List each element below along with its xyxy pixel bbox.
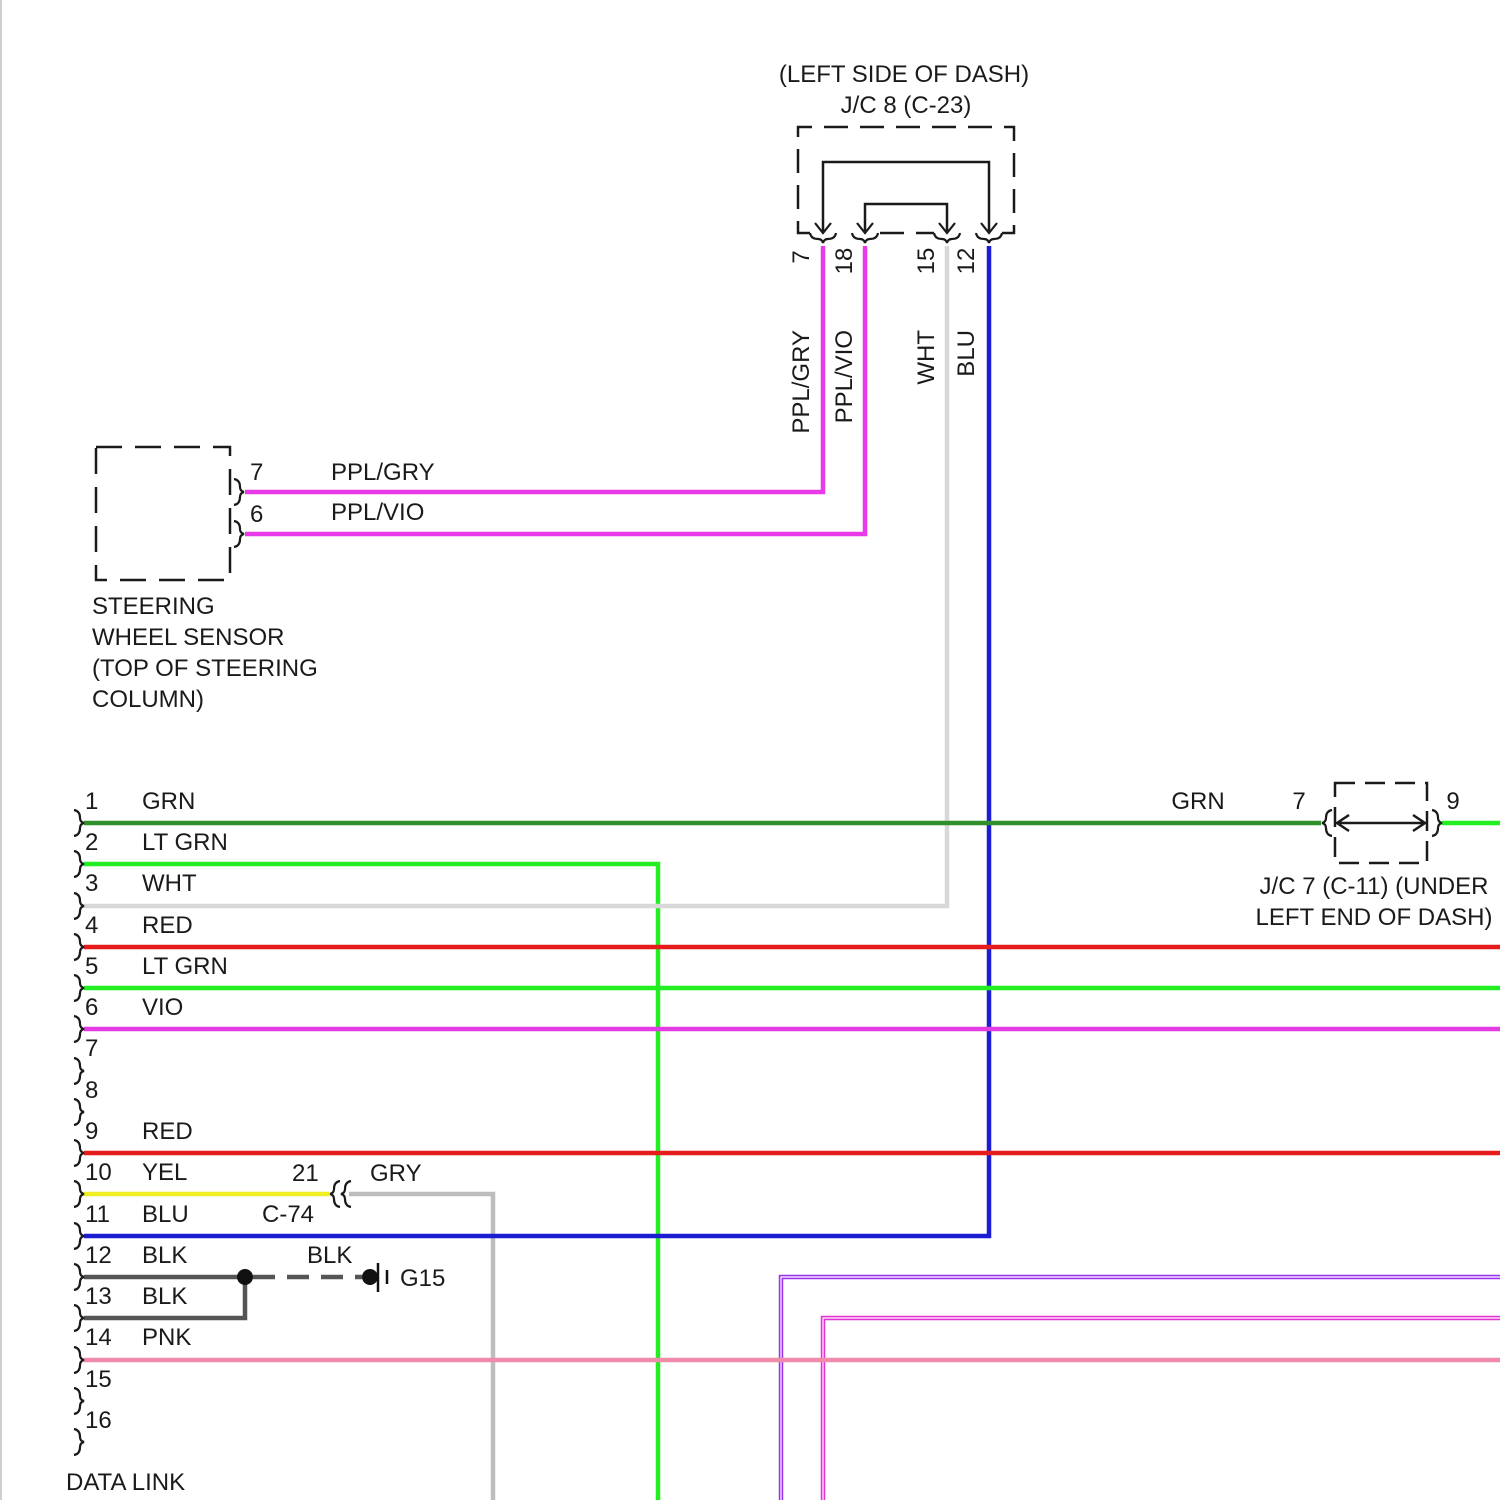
data-link-terminal — [74, 1016, 84, 1042]
data-link-pin-number: 8 — [85, 1077, 98, 1104]
jc8-location-label: (LEFT SIDE OF DASH) — [779, 61, 1029, 88]
jc8-pin-number: 12 — [953, 248, 980, 275]
jc7-caption: J/C 7 (C-11) (UNDER — [1260, 873, 1489, 900]
data-link-terminal — [74, 1264, 84, 1290]
data-link-pin-number: 4 — [85, 912, 98, 939]
data-link-terminal — [74, 1305, 84, 1331]
wire-ppl-gry — [245, 246, 823, 492]
data-link-caption: DATA LINK — [66, 1469, 185, 1496]
sensor-caption: WHEEL SENSOR — [92, 624, 284, 651]
sensor-wire-label: PPL/GRY — [331, 459, 435, 486]
sensor-pin-number: 6 — [250, 501, 263, 528]
data-link-terminal — [74, 851, 84, 877]
data-link-pin-number: 6 — [85, 994, 98, 1021]
data-link-pin-number: 11 — [85, 1201, 110, 1228]
data-link-terminal — [74, 1099, 84, 1125]
data-link-terminal — [74, 810, 84, 836]
data-link-terminal — [74, 1181, 84, 1207]
sensor-terminal — [234, 521, 244, 547]
data-link-pin-number: 15 — [85, 1366, 112, 1393]
g15-wire-label: BLK — [307, 1242, 352, 1269]
data-link-wire-label: YEL — [142, 1159, 187, 1186]
wire-purple-lower — [781, 1277, 1500, 1500]
data-link-pin-number: 9 — [85, 1118, 98, 1145]
data-link-wire-label: BLK — [142, 1283, 187, 1310]
data-link-wire-label: PNK — [142, 1324, 191, 1351]
sensor-caption: COLUMN) — [92, 686, 204, 713]
g15-ground: BLK G15 — [237, 1242, 445, 1292]
c74-name-label: C-74 — [262, 1201, 314, 1228]
data-link-terminal — [74, 1388, 84, 1414]
steering-wheel-sensor: 7 6 PPL/GRY PPL/VIO STEERING WHEEL SENSO… — [92, 447, 435, 713]
data-link-pin-number: 3 — [85, 870, 98, 897]
sensor-caption: (TOP OF STEERING — [92, 655, 318, 682]
data-link-connector: 1 2 3 4 5 6 7 8 9 10 11 12 13 14 15 16 G… — [66, 788, 228, 1496]
data-link-terminal — [74, 975, 84, 1001]
data-link-pin-number: 1 — [85, 788, 98, 815]
sensor-wire-label: PPL/VIO — [331, 499, 424, 526]
data-link-terminal — [74, 1223, 84, 1249]
jc7-wire-label: GRN — [1171, 788, 1224, 815]
jc7-pin-out: 9 — [1446, 788, 1459, 815]
jc7-terminal-out — [1432, 810, 1442, 836]
sensor-caption: STEERING — [92, 593, 215, 620]
data-link-pin-number: 13 — [85, 1283, 112, 1310]
data-link-wire-label: VIO — [142, 994, 183, 1021]
data-link-wire-label: LT GRN — [142, 953, 228, 980]
jc7-pin-in: 7 — [1292, 788, 1305, 815]
data-link-terminal — [74, 1347, 84, 1373]
jc8-pin-number: 18 — [831, 248, 858, 275]
c74-wire-label: GRY — [370, 1160, 422, 1187]
jc8-junction-connector: (LEFT SIDE OF DASH) J/C 8 (C-23) 7 18 15… — [779, 61, 1029, 434]
sensor-pin-number: 7 — [250, 459, 263, 486]
data-link-pin-number: 7 — [85, 1035, 98, 1062]
wire-dlc-3-wht — [84, 246, 947, 906]
data-link-pin-number: 10 — [85, 1159, 112, 1186]
data-link-terminal — [74, 1058, 84, 1084]
data-link-pin-number: 2 — [85, 829, 98, 856]
jc8-wire-label: PPL/GRY — [788, 330, 815, 434]
data-link-terminal — [74, 1140, 84, 1166]
jc7-internal-link — [1337, 815, 1425, 831]
jc8-outline — [798, 127, 1014, 233]
wire-purple-lower-core — [781, 1277, 1500, 1500]
jc8-pin-number: 7 — [788, 250, 815, 263]
wire-magenta-lower-core — [823, 1318, 1500, 1500]
data-link-wire-label: RED — [142, 912, 193, 939]
wire-c74-gry — [349, 1194, 493, 1500]
data-link-wire-label: WHT — [142, 870, 197, 897]
data-link-wire-label: BLU — [142, 1201, 189, 1228]
jc7-caption: LEFT END OF DASH) — [1256, 904, 1493, 931]
steering-wheel-sensor-outline — [96, 447, 230, 580]
wire-magenta-lower — [823, 1318, 1500, 1500]
jc7-junction-connector: GRN 7 9 J/C 7 (C-11) (UNDER LEFT END OF … — [1171, 783, 1492, 931]
data-link-terminal — [74, 893, 84, 919]
jc8-bus-inner — [865, 204, 947, 231]
data-link-wire-label: RED — [142, 1118, 193, 1145]
data-link-pin-number: 12 — [85, 1242, 112, 1269]
jc8-name-label: J/C 8 (C-23) — [841, 92, 972, 119]
jc8-wire-label: BLU — [953, 330, 980, 377]
data-link-pin-number: 16 — [85, 1407, 112, 1434]
data-link-pin-number: 5 — [85, 953, 98, 980]
sensor-terminal — [234, 479, 244, 505]
jc8-wire-label: PPL/VIO — [831, 330, 858, 423]
splice-dot — [362, 1269, 378, 1285]
jc7-terminal-in — [1322, 810, 1332, 836]
jc8-pin-number: 15 — [913, 248, 940, 275]
data-link-wire-label: LT GRN — [142, 829, 228, 856]
jc8-wire-label: WHT — [913, 330, 940, 385]
data-link-pin-number: 14 — [85, 1324, 112, 1351]
splice-dot — [237, 1269, 253, 1285]
g15-name-label: G15 — [400, 1265, 445, 1292]
jc8-bus-outer — [823, 162, 989, 231]
data-link-wire-label: BLK — [142, 1242, 187, 1269]
c74-pin-number: 21 — [292, 1160, 319, 1187]
data-link-terminal — [74, 1429, 84, 1455]
c74-terminal — [330, 1181, 340, 1207]
data-link-wire-label: GRN — [142, 788, 195, 815]
data-link-terminal — [74, 934, 84, 960]
